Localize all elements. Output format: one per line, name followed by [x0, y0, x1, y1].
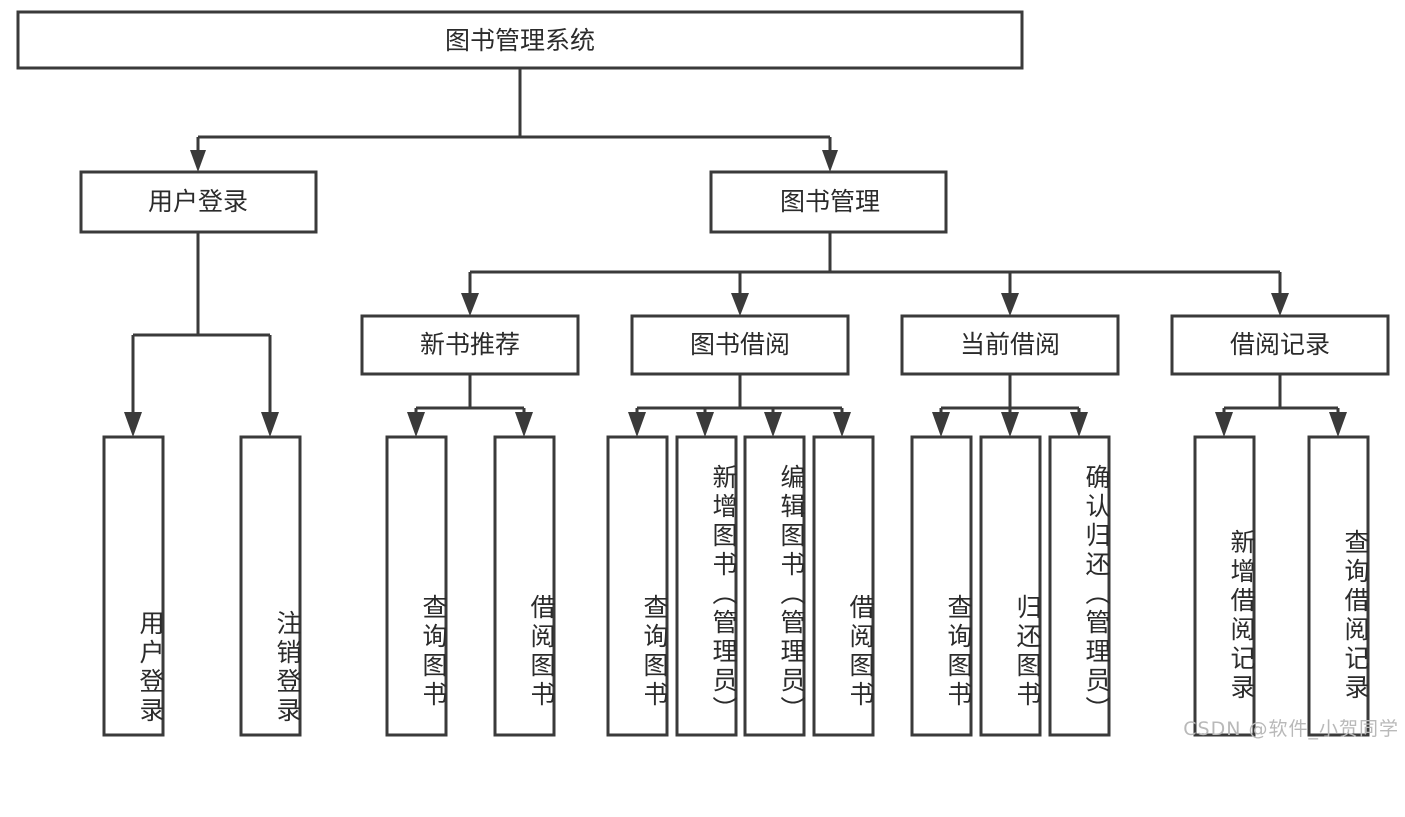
leaf-box-user-login-1[interactable] [102, 435, 165, 737]
arrow-borrow-leaf-2 [696, 412, 714, 437]
node-borrow-record[interactable]: 借阅记录 [1170, 314, 1390, 376]
arrow-borrow-leaf-1 [628, 412, 646, 437]
arrow-user-leaf-2 [261, 412, 279, 437]
node-book-borrow[interactable]: 图书借阅 [630, 314, 850, 376]
leaf-boxes-book-borrow [606, 435, 875, 737]
node-root-box[interactable] [16, 10, 1024, 70]
leaf-box-current-borrow-2[interactable] [979, 435, 1042, 737]
connector-group-book-manage [461, 232, 1289, 316]
arrow-book-to-current [1001, 293, 1019, 316]
arrow-current-leaf-2 [1001, 412, 1019, 437]
arrow-borrow-leaf-4 [833, 412, 851, 437]
leaf-boxes-borrow-record [1193, 435, 1370, 737]
leaf-box-borrow-record-2[interactable] [1307, 435, 1370, 737]
leaf-box-current-borrow-1[interactable] [910, 435, 973, 737]
connector-group-root [190, 68, 838, 172]
arrow-book-to-borrow [731, 293, 749, 316]
node-user-login-box[interactable] [79, 170, 318, 234]
node-current-borrow-label: 当前借阅 [960, 330, 1060, 359]
arrow-user-leaf-1 [124, 412, 142, 437]
leaf-box-book-borrow-1[interactable] [606, 435, 669, 737]
leaf-boxes-user-login [102, 435, 302, 737]
node-root[interactable]: 图书管理系统 [16, 10, 1024, 70]
node-new-book-recommend[interactable]: 新书推荐 [360, 314, 580, 376]
connector-group-borrow-record [1215, 374, 1347, 437]
leaf-box-current-borrow-3[interactable] [1048, 435, 1111, 737]
arrow-book-to-record [1271, 293, 1289, 316]
node-book-manage-label: 图书管理 [780, 187, 880, 216]
csdn-watermark: CSDN @软件_小贺同学 [1183, 718, 1399, 740]
node-borrow-record-label: 借阅记录 [1230, 330, 1330, 359]
tree-diagram-canvas: 图书管理系统 用户登录 图书管理 新书推荐 图书借阅 当前借阅 借阅记录 [16, 10, 1390, 737]
node-borrow-record-box[interactable] [1170, 314, 1390, 376]
connector-group-user-login [124, 232, 279, 437]
leaf-box-new-book-1[interactable] [385, 435, 448, 737]
functional-structure-diagram: 图书管理系统 用户登录 图书管理 新书推荐 图书借阅 当前借阅 借阅记录 [16, 10, 1399, 740]
leaf-box-book-borrow-3[interactable] [743, 435, 806, 737]
node-current-borrow-box[interactable] [900, 314, 1120, 376]
node-root-label: 图书管理系统 [445, 26, 595, 55]
node-book-manage-box[interactable] [709, 170, 948, 234]
connector-group-current-borrow [932, 374, 1088, 437]
leaf-box-book-borrow-2[interactable] [675, 435, 738, 737]
arrow-record-leaf-1 [1215, 412, 1233, 437]
arrow-current-leaf-1 [932, 412, 950, 437]
arrow-root-to-user [190, 150, 206, 172]
node-book-borrow-box[interactable] [630, 314, 850, 376]
arrow-book-to-new [461, 293, 479, 316]
leaf-box-user-login-2[interactable] [239, 435, 302, 737]
arrow-root-to-book [822, 150, 838, 172]
leaf-box-new-book-2[interactable] [493, 435, 556, 737]
connector-group-new-book [407, 374, 533, 437]
node-user-login[interactable]: 用户登录 [79, 170, 318, 234]
node-new-book-box[interactable] [360, 314, 580, 376]
node-new-book-label: 新书推荐 [420, 330, 520, 359]
arrow-record-leaf-2 [1329, 412, 1347, 437]
leaf-box-borrow-record-1[interactable] [1193, 435, 1256, 737]
leaf-boxes-current-borrow [910, 435, 1111, 737]
connector-group-book-borrow [628, 374, 851, 437]
leaf-box-book-borrow-4[interactable] [812, 435, 875, 737]
arrow-current-leaf-3 [1070, 412, 1088, 437]
node-book-manage[interactable]: 图书管理 [709, 170, 948, 234]
node-user-login-label: 用户登录 [148, 187, 248, 216]
arrow-new-leaf-1 [407, 412, 425, 437]
arrow-new-leaf-2 [515, 412, 533, 437]
node-current-borrow[interactable]: 当前借阅 [900, 314, 1120, 376]
arrow-borrow-leaf-3 [764, 412, 782, 437]
leaf-boxes-new-book [385, 435, 556, 737]
node-book-borrow-label: 图书借阅 [690, 330, 790, 359]
